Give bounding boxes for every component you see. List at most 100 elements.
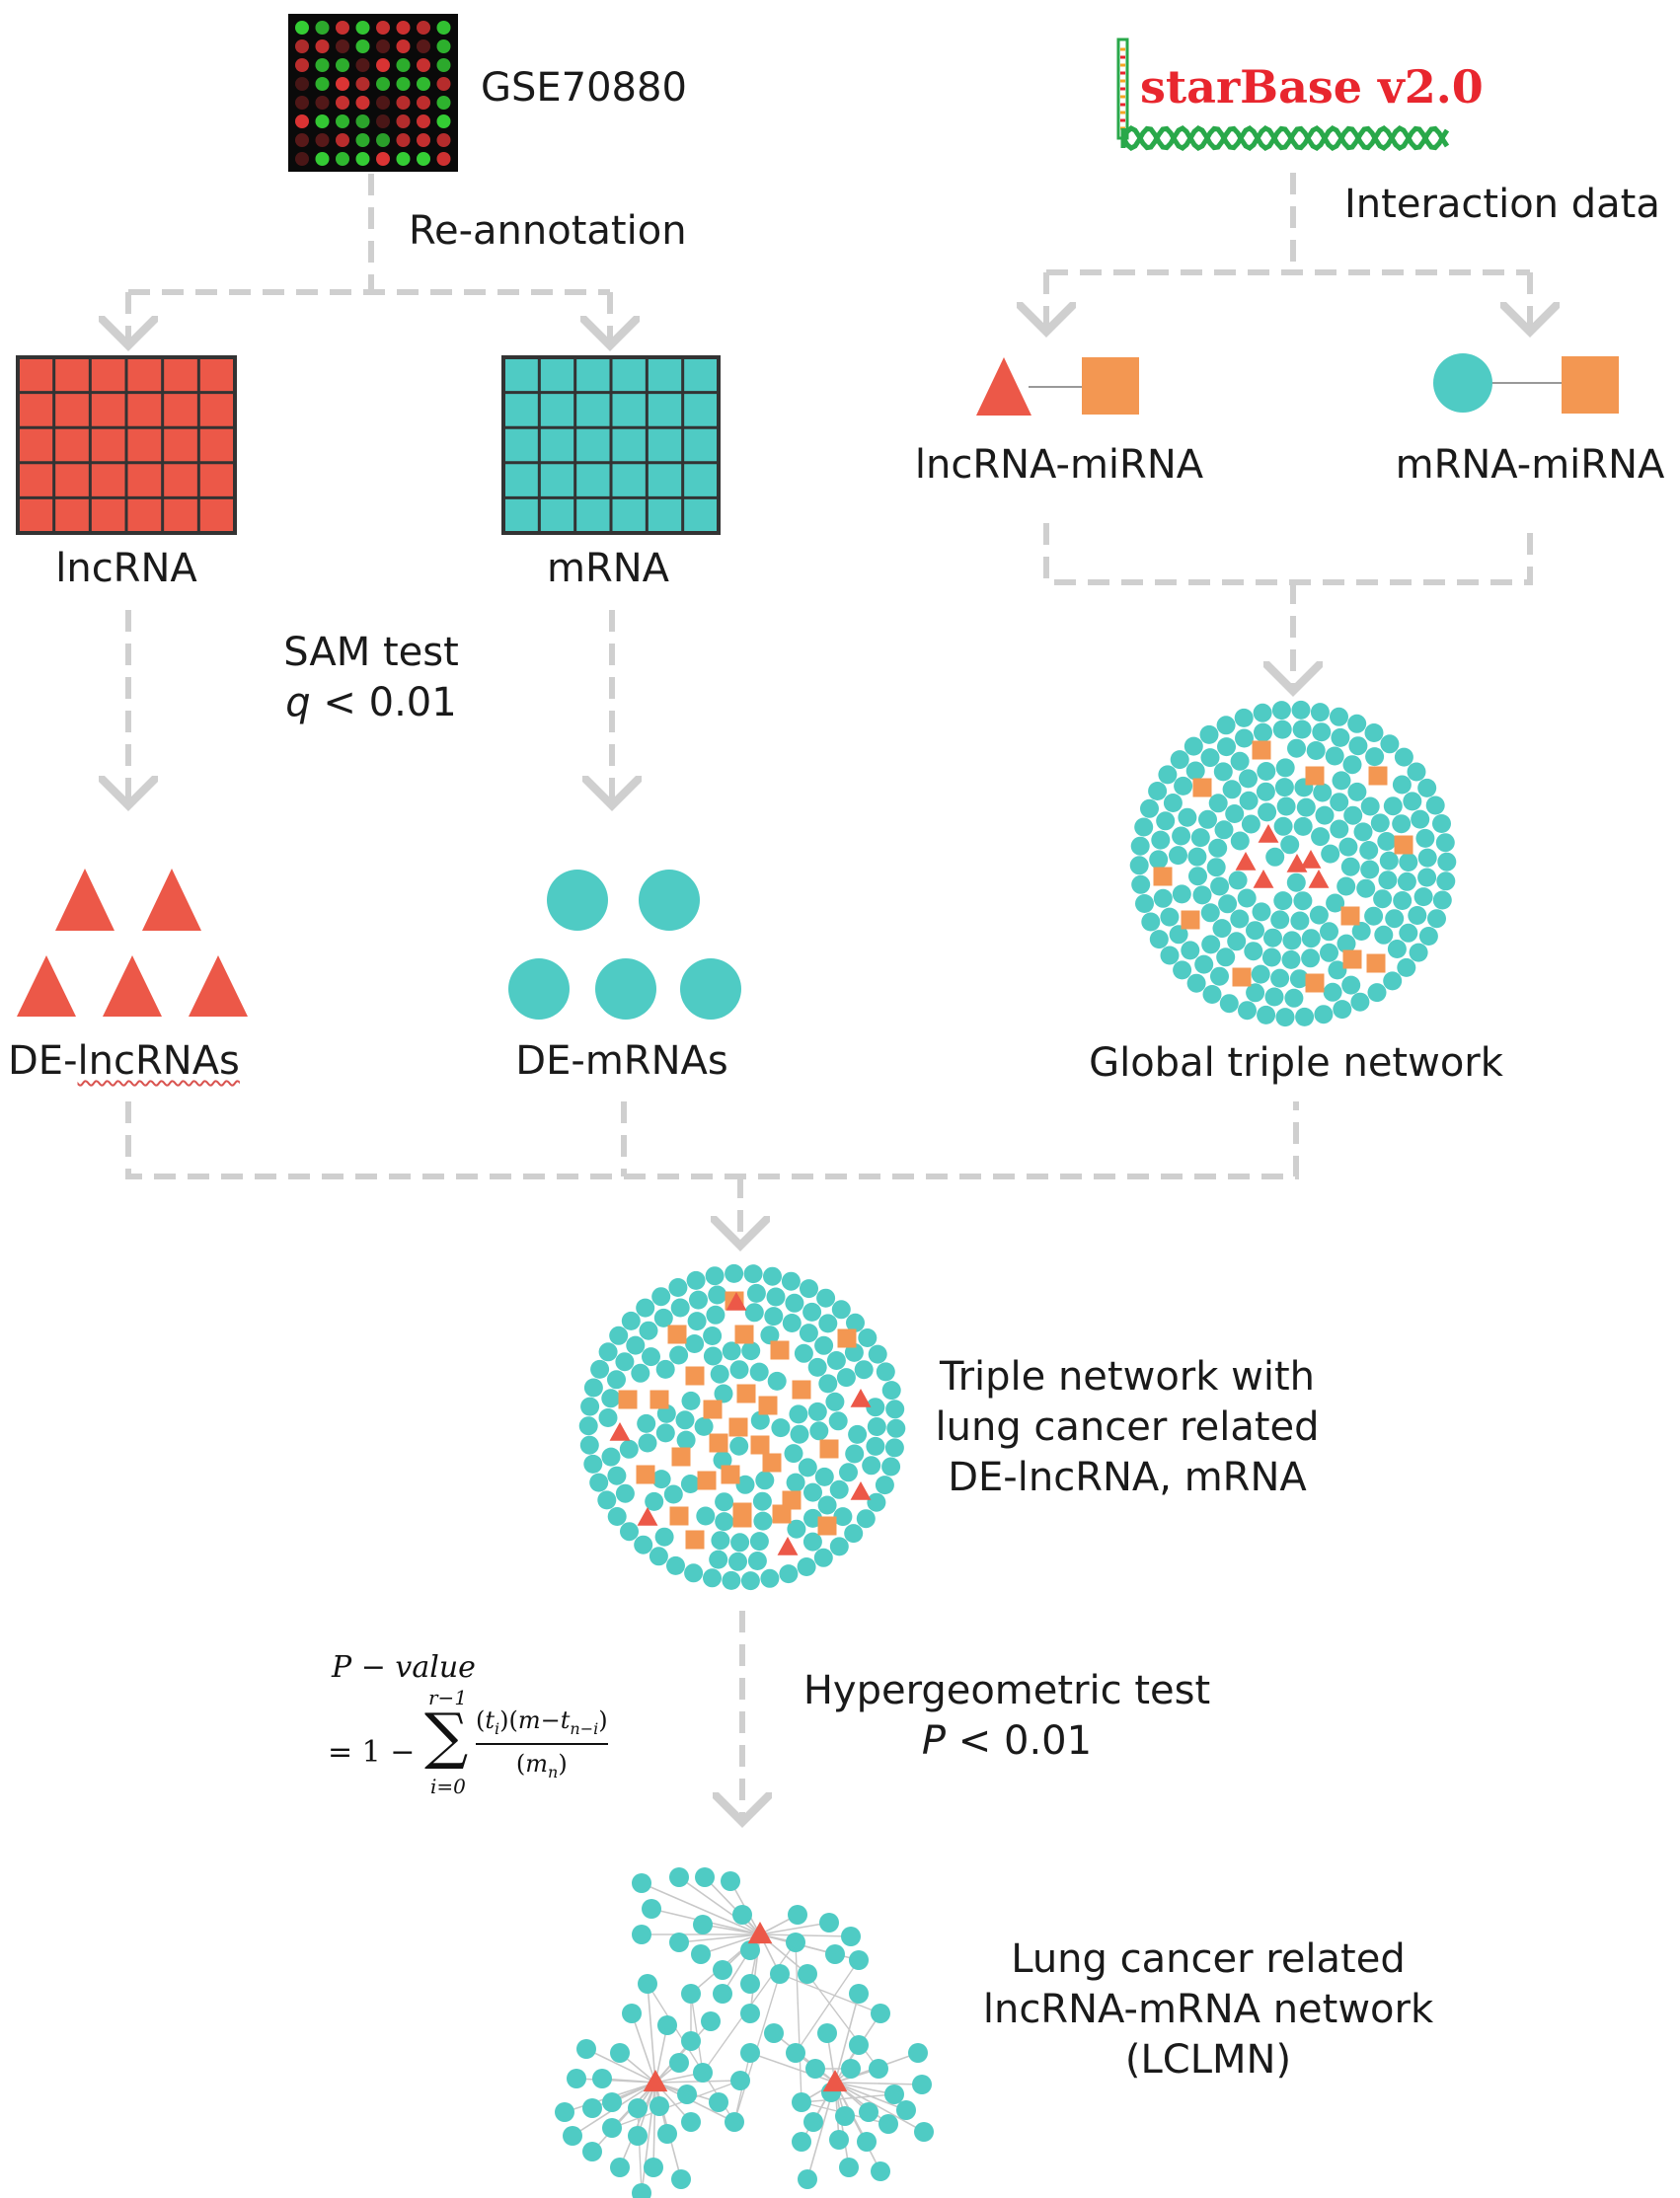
- mrna-node: [1200, 903, 1220, 923]
- lncrna-node: [1258, 824, 1279, 843]
- mrna-node: [1280, 835, 1300, 855]
- mrna-node: [1234, 708, 1254, 727]
- mrna-node: [695, 1867, 715, 1887]
- mrna-node: [744, 1303, 764, 1323]
- mrna-node: [798, 1964, 817, 1984]
- mrna-node: [555, 2102, 574, 2122]
- mrna-node: [681, 1391, 701, 1410]
- mrna-node: [1343, 805, 1363, 825]
- chip-spot: [436, 114, 451, 128]
- mrna-node: [1413, 887, 1433, 907]
- mrna-node: [583, 1378, 603, 1398]
- mrna-node: [1140, 798, 1159, 818]
- fraction: (ti)(m−tn−i) (mn): [476, 1707, 608, 1781]
- mrna-node: [1392, 775, 1412, 795]
- mrna-node: [711, 1531, 730, 1551]
- mrna-node: [686, 1270, 706, 1290]
- mrna-node: [819, 1913, 839, 1933]
- mrna-node: [1160, 946, 1180, 965]
- mrna-node: [805, 2059, 825, 2079]
- lncrna-node: [637, 1507, 658, 1526]
- mrna-node: [1325, 746, 1344, 766]
- mrna-node: [1208, 838, 1228, 858]
- mrna-node: [676, 1430, 696, 1450]
- mrna-node: [578, 1416, 598, 1436]
- mrna-node: [1330, 819, 1349, 839]
- mrna-node: [1310, 703, 1330, 722]
- mrna-node: [666, 1555, 685, 1575]
- starbase-rna-logo: starBase v2.0: [1116, 38, 1484, 151]
- mrna-node: [829, 1537, 849, 1556]
- network-edge: [834, 2082, 881, 2172]
- mrna-node: [708, 1285, 727, 1305]
- mrna-node: [1169, 846, 1187, 866]
- mrna-node: [626, 1335, 646, 1355]
- mrna-node: [1230, 909, 1250, 929]
- chip-spot: [376, 39, 390, 53]
- mrna-expression-grid: [501, 355, 721, 535]
- lncrna-node: [1308, 870, 1330, 888]
- mirna-node: [709, 1433, 728, 1453]
- mrna-node: [1252, 902, 1271, 922]
- sam-test-title: SAM test: [283, 630, 459, 675]
- mrna-node: [649, 2096, 669, 2116]
- chip-background: [288, 14, 458, 172]
- mrna-node: [1216, 947, 1236, 967]
- network-edge: [652, 2082, 656, 2168]
- mrna-node: [1378, 871, 1398, 890]
- mrna-node: [1206, 858, 1226, 877]
- mrna-node: [653, 1308, 673, 1327]
- mrna-node: [1332, 771, 1351, 791]
- mrna-node: [1340, 857, 1360, 876]
- mrna-node: [1246, 921, 1264, 941]
- mirna-node: [728, 1417, 748, 1437]
- mrna-node: [1323, 982, 1342, 1002]
- mrna-node: [1409, 943, 1428, 962]
- mrna-node: [713, 1984, 732, 2004]
- mrna-node: [706, 1305, 725, 1325]
- chip-spot: [336, 39, 349, 53]
- mrna-node: [1284, 988, 1304, 1008]
- chip-spot: [315, 58, 330, 72]
- mrna-node: [862, 1456, 881, 1476]
- mrna-node: [856, 1509, 876, 1529]
- chip-spot: [396, 77, 411, 91]
- chip-spot: [436, 133, 451, 147]
- mrna-node: [867, 1417, 886, 1436]
- mrna-node: [807, 1357, 827, 1377]
- mrna-node: [752, 1491, 772, 1511]
- mrna-node: [1320, 922, 1338, 942]
- mrna-node: [1437, 852, 1457, 872]
- mrna-node: [1228, 871, 1248, 890]
- sam-q-symbol: q: [285, 680, 311, 726]
- mrna-node: [1282, 931, 1302, 950]
- sum-upper-limit: r−1: [428, 1686, 468, 1709]
- mrna-node: [1359, 841, 1379, 860]
- mrna-node: [1306, 741, 1326, 760]
- mrna-node: [794, 1343, 813, 1363]
- mrna-node: [710, 1364, 729, 1384]
- mrna-node: [632, 2183, 651, 2198]
- mirna-node: [792, 1380, 811, 1400]
- mrna-node: [841, 1927, 861, 1946]
- mrna-node: [1342, 755, 1362, 775]
- network-edge: [759, 1933, 852, 1937]
- connector-bottom-merge: [125, 1101, 1299, 1179]
- mrna-node: [1328, 960, 1347, 980]
- mrna-node: [1336, 934, 1356, 953]
- chip-spot: [396, 39, 411, 53]
- mrna-node: [867, 1492, 886, 1512]
- chip-spot: [355, 77, 370, 91]
- mrna-node: [743, 1264, 763, 1284]
- mrna-node: [621, 1311, 641, 1330]
- mrna-node: [730, 1533, 750, 1553]
- chip-spot: [336, 133, 349, 147]
- mrna-node: [1149, 850, 1169, 870]
- mrna-node: [1292, 720, 1312, 739]
- mrna-node: [740, 1940, 760, 1960]
- mirna-node: [669, 1506, 689, 1526]
- mrna-node: [1129, 856, 1149, 875]
- mrna-node: [786, 1933, 805, 1952]
- mirna-node: [685, 1530, 705, 1550]
- sam-test-label: SAM test q < 0.01: [283, 628, 459, 728]
